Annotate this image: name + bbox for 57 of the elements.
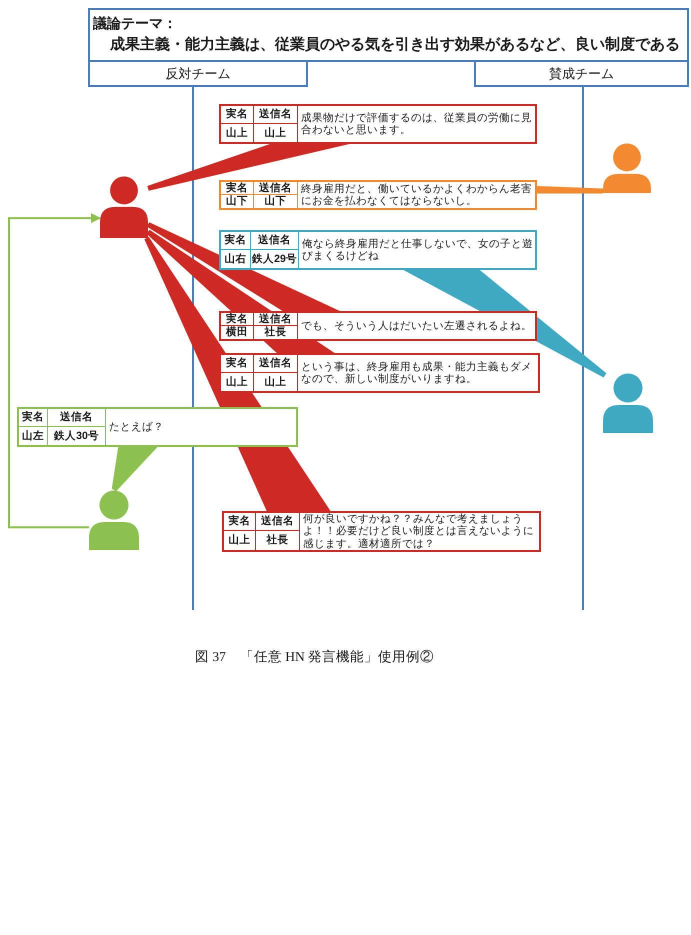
message-table [222,511,541,552]
speech-tail [147,144,350,191]
name-cell: 横田 [221,326,254,339]
speech-tail [146,222,340,311]
name-cell: 社長 [254,326,298,339]
message-table [219,180,537,210]
arrow [8,213,101,528]
column-header-cell: 実名 [221,182,254,195]
message-text: 何が良いですかね？？みんなで考えましょうよ！！必要だけど良い制度とは言えないように感じます。適材適所では？ [303,512,535,550]
message-text: 俺なら終身雇用だと仕事しないで、女の子と遊びまくるけどね [302,238,533,262]
person-icon [89,490,139,550]
message-text: 成果物だけで評価するのは、従業員の労働に見合わないと思います。 [301,112,533,136]
name-cell: 鉄人30号 [48,427,106,445]
person-icon [603,143,651,193]
name-cell: 山下 [221,195,254,208]
name-cell: 山上 [254,373,298,391]
message-text: 終身雇用だと、働いているかよくわからん老害にお金を払わなくてはならないし。 [301,182,533,208]
column-header-cell: 送信名 [254,313,298,326]
column-header-cell: 送信名 [254,355,298,373]
figure-caption: 図 37 「任意 HN 発言機能」使用例② [195,648,434,666]
column-header-cell: 実名 [221,355,254,373]
name-cell: 山上 [224,531,256,550]
message-table [219,353,540,393]
column-header-cell: 送信名 [254,106,298,124]
person-icon [100,176,148,238]
message-text: でも、そういう人はだいたい左遷されるよね。 [301,320,532,332]
name-cell: 山上 [221,373,254,391]
column-header-cell: 実名 [221,313,254,326]
name-cell: 山左 [19,427,48,445]
message-text: たとえば？ [109,420,164,434]
column-header-cell: 送信名 [254,182,298,195]
speech-tail [112,447,158,492]
theme-header-box [88,8,689,62]
column-header-cell: 送信名 [251,232,299,250]
column-header-cell: 送信名 [48,409,106,427]
column-header-cell: 送信名 [256,513,300,531]
column-header-cell: 実名 [221,106,254,124]
column-header-cell: 実名 [221,232,251,250]
name-cell: 山上 [221,124,254,142]
message-table [17,407,298,447]
message-table [219,311,537,341]
column-header-cell: 実名 [224,513,256,531]
name-cell: 社長 [256,531,300,550]
name-cell: 山上 [254,124,298,142]
heading-text: 議論テーマ： [93,15,177,32]
message-table [219,104,537,144]
message-text: という事は、終身雇用も成果・能力主義もダメなので、新しい制度がいりますね。 [301,360,533,386]
team-label: 反対チーム [88,60,308,87]
team-label: 賛成チーム [474,60,689,87]
theme-text: 成果主義・能力主義は、従業員のやる気を引き出す効果があるなど、良い制度である [110,36,680,54]
name-cell: 鉄人29号 [251,250,299,268]
name-cell: 山右 [221,250,251,268]
person-icon [603,373,653,433]
message-table [219,230,537,270]
name-cell: 山下 [254,195,298,208]
column-header-cell: 実名 [19,409,48,427]
speech-tail [537,186,603,194]
